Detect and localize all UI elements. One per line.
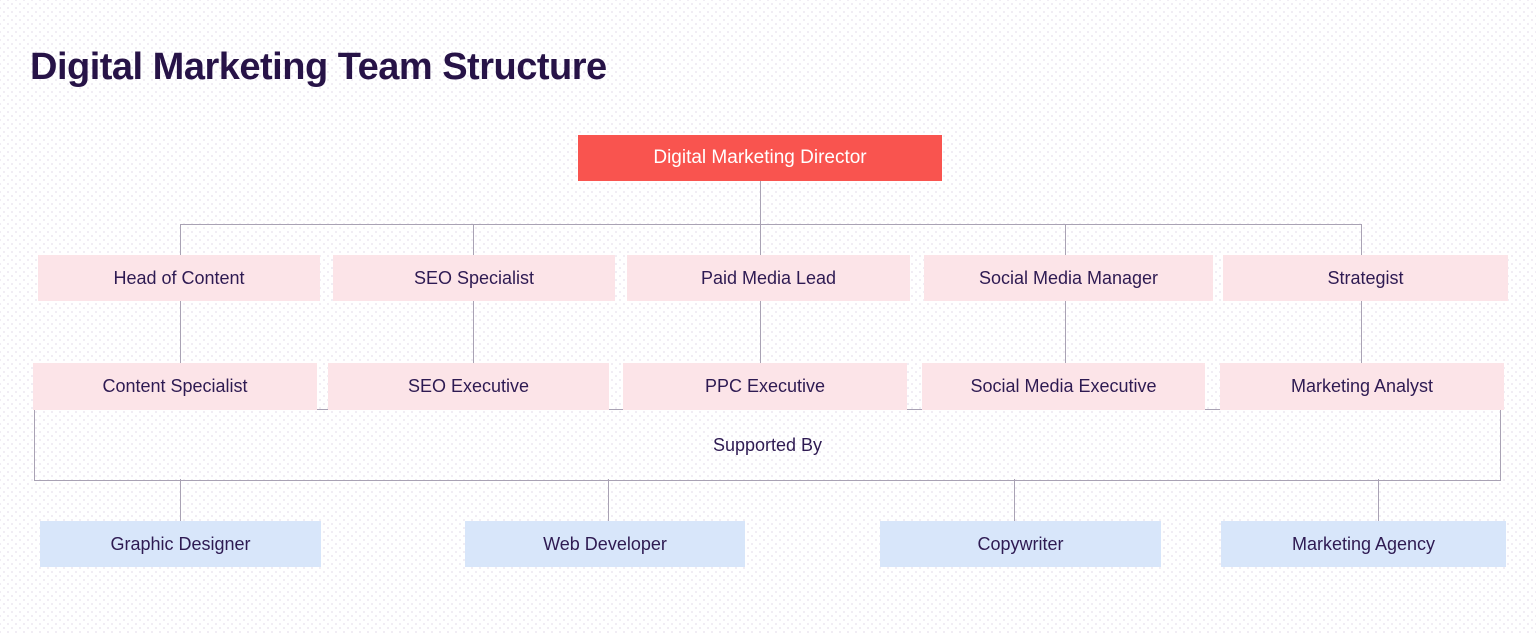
org-node-label: Paid Media Lead [700,267,837,288]
org-node-label: Social Media Executive [970,376,1157,396]
org-node-label: Digital Marketing Director [653,147,867,168]
org-node-head-of-content: Head of Content [38,255,320,301]
org-node-label: Web Developer [543,533,667,554]
org-node-graphic-designer: Graphic Designer [40,521,321,567]
org-node-marketing-agency: Marketing Agency [1221,521,1506,567]
org-node-web-developer: Web Developer [465,521,745,567]
connector-line [760,181,761,255]
org-node-label: Social Media Manager [978,267,1159,288]
connector-line [1065,224,1066,255]
connector-line [760,301,761,363]
org-node-marketing-analyst: Marketing Analyst [1220,363,1504,410]
org-node-label: Copywriter [977,533,1064,554]
connector-line [473,224,474,255]
org-node-label: Marketing Agency [1291,533,1436,554]
connector-line [180,224,1362,225]
org-node-seo-specialist: SEO Specialist [333,255,615,301]
org-node-seo-executive: SEO Executive [328,363,609,410]
org-node-content-specialist: Content Specialist [33,363,317,410]
org-node-label: Head of Content [113,267,245,288]
supported-by-label: Supported By [712,434,823,455]
org-node-copywriter: Copywriter [880,521,1161,567]
connector-line [180,301,181,363]
org-node-label: SEO Executive [407,376,530,396]
org-node-paid-media-lead: Paid Media Lead [627,255,910,301]
connector-line [1014,479,1015,521]
org-node-digital-marketing-director: Digital Marketing Director [578,135,942,181]
connector-line [1065,301,1066,363]
connector-line [473,301,474,363]
connector-line [608,479,609,521]
org-node-label: Strategist [1327,267,1404,288]
org-node-label: Content Specialist [102,376,248,396]
org-node-label: Graphic Designer [110,533,251,554]
org-node-label: SEO Specialist [413,267,535,288]
connector-line [180,224,181,255]
supported-by-group: Supported By [34,409,1501,481]
connector-line [1361,224,1362,255]
connector-line [1378,479,1379,521]
connector-line [1361,301,1362,363]
connector-line [180,479,181,521]
org-node-ppc-executive: PPC Executive [623,363,907,410]
org-node-label: PPC Executive [704,376,826,396]
org-node-social-media-executive: Social Media Executive [922,363,1205,410]
org-node-label: Marketing Analyst [1290,376,1434,396]
page-title: Digital Marketing Team Structure [30,46,607,88]
org-node-social-media-manager: Social Media Manager [924,255,1213,301]
org-node-strategist: Strategist [1223,255,1508,301]
